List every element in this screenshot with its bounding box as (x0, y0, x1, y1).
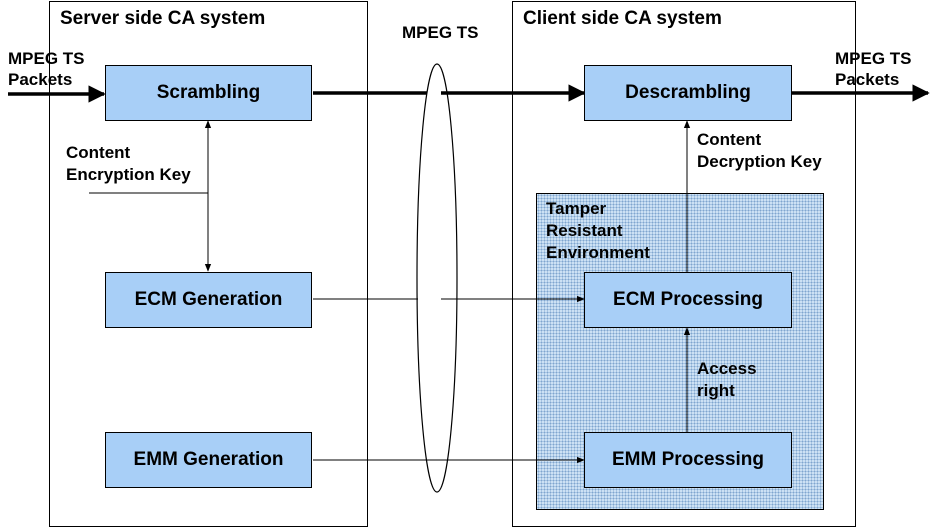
output-label: MPEG TS Packets (835, 48, 912, 90)
transport-label: MPEG TS (402, 22, 479, 44)
emm-processing-box: EMM Processing (584, 432, 792, 488)
output-label-line1: MPEG TS (835, 49, 912, 68)
content-encryption-key-label: Content Encryption Key (66, 142, 191, 186)
transport-label-text: MPEG TS (402, 23, 479, 42)
descrambling-box: Descrambling (584, 65, 792, 121)
emm-generation-label: EMM Generation (133, 449, 284, 470)
output-label-line2: Packets (835, 70, 900, 89)
access-right-line1: Access (697, 359, 757, 378)
emm-processing-label: EMM Processing (611, 449, 765, 470)
scrambling-box: Scrambling (105, 65, 312, 121)
tamper-label-line2: Resistant (546, 221, 623, 240)
content-decryption-key-label: Content Decryption Key (697, 129, 822, 173)
descrambling-label: Descrambling (625, 82, 751, 103)
content-decryption-key-line2: Decryption Key (697, 152, 822, 171)
access-right-line2: right (697, 381, 735, 400)
tamper-label-line1: Tamper (546, 199, 607, 218)
client-ca-title: Client side CA system (523, 8, 722, 29)
ecm-processing-label: ECM Processing (613, 289, 763, 310)
content-encryption-key-line1: Content (66, 143, 131, 162)
server-ca-title: Server side CA system (60, 8, 266, 29)
access-right-label: Access right (697, 358, 757, 402)
input-label-line1: MPEG TS (8, 49, 85, 68)
content-encryption-key-line2: Encryption Key (66, 165, 191, 184)
ecm-generation-box: ECM Generation (105, 272, 312, 328)
input-label: MPEG TS Packets (8, 48, 85, 90)
scrambling-label: Scrambling (156, 82, 261, 103)
input-label-line2: Packets (8, 70, 73, 89)
tamper-resistant-label: Tamper Resistant Environment (546, 198, 650, 264)
emm-generation-box: EMM Generation (105, 432, 312, 488)
ecm-processing-box: ECM Processing (584, 272, 792, 328)
mpeg-ts-ellipse (416, 63, 458, 493)
tamper-label-line3: Environment (546, 243, 650, 262)
content-decryption-key-line1: Content (697, 130, 762, 149)
ecm-generation-label: ECM Generation (134, 289, 283, 310)
